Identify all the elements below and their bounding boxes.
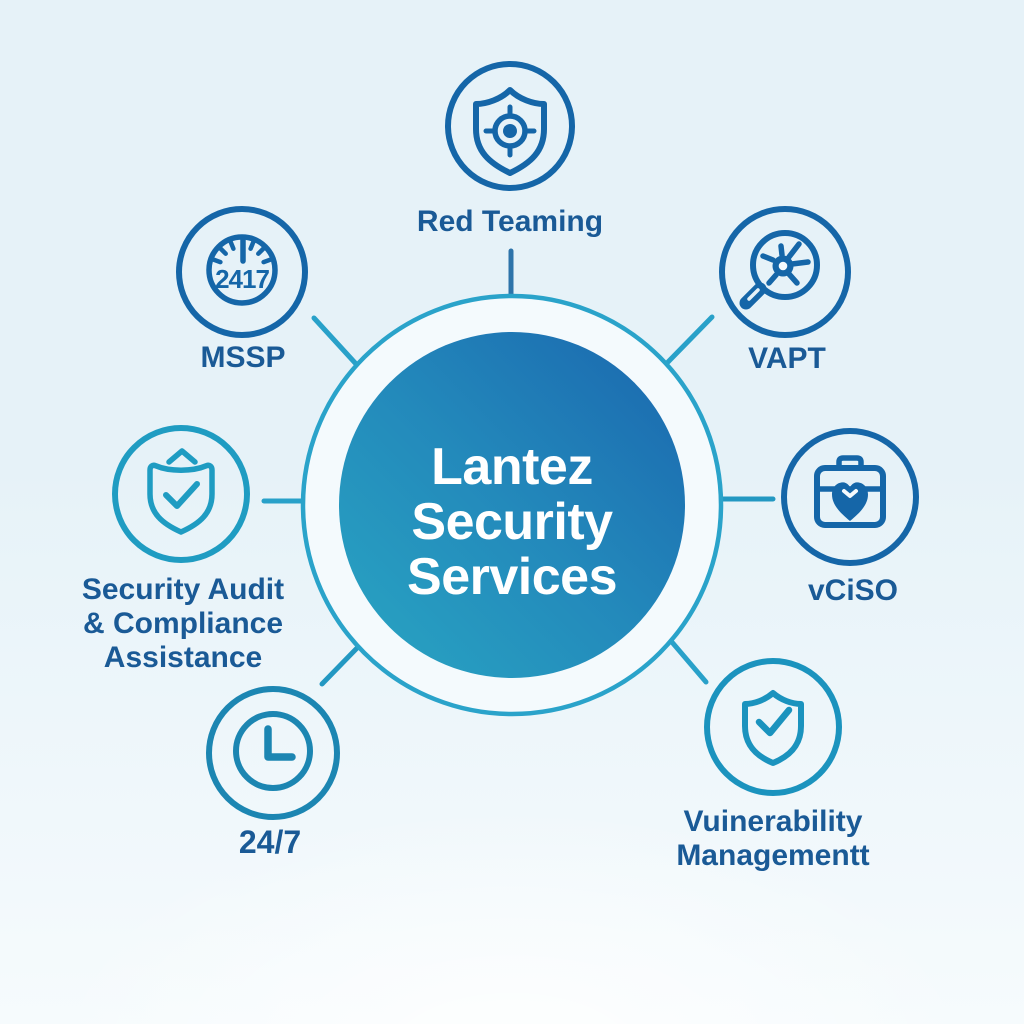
gauge-text: 2417 (215, 264, 269, 294)
center-title-line: Lantez (431, 438, 593, 496)
label-line: & Compliance (82, 607, 284, 640)
clock-face (233, 711, 313, 791)
icon-circle (206, 686, 340, 820)
shield-outline (147, 462, 215, 535)
icon-circle (781, 428, 919, 566)
gauge-dial (206, 234, 278, 306)
connector-top-left (311, 315, 360, 368)
caret (166, 448, 198, 465)
label-vciso: vCiSO (807, 574, 899, 607)
bug-leg (789, 259, 811, 267)
briefcase-shield-icon (781, 428, 919, 566)
label-line: Security Audit (81, 573, 285, 606)
connector-top-right (665, 314, 715, 365)
connector-bottom-left (319, 643, 362, 687)
center-title-line: Services (407, 548, 617, 606)
center-circle (339, 332, 685, 678)
gauge-tick (248, 239, 256, 251)
magnifier-lens (750, 230, 820, 300)
label-247: 24/7 (238, 824, 302, 860)
center-title-line: Security (411, 493, 613, 551)
shield-outline (473, 87, 547, 176)
heart-chevron (842, 489, 858, 498)
clock-icon (206, 686, 340, 820)
icon-circle (719, 206, 851, 338)
bug-leg (786, 241, 802, 260)
label-vapt: VAPT (748, 342, 826, 375)
connector-lines (261, 248, 776, 687)
icon-circle (112, 425, 250, 563)
magnifier-handle-slit (747, 288, 760, 301)
bug-leg (760, 253, 776, 263)
icon-circle (445, 61, 575, 191)
label-red-teaming: Red Teaming (416, 205, 604, 238)
shield-crosshair-icon (445, 61, 575, 191)
shield-outline (742, 690, 804, 766)
crosshair-dot (503, 124, 517, 138)
center-title: Lantez Security Services (312, 440, 712, 605)
gauge-tick (210, 257, 223, 265)
gauge-tick (261, 257, 274, 265)
bug-leg (778, 243, 785, 258)
check-mark (755, 706, 793, 737)
label-line: Assistance (103, 641, 263, 674)
bug-magnifier-icon (719, 206, 851, 338)
gauge-tick (217, 245, 228, 256)
bug-leg (786, 271, 800, 286)
gauge-tick (228, 239, 236, 251)
check-mark (163, 481, 200, 509)
briefcase-handle (836, 455, 864, 471)
gauge-tick (256, 245, 267, 256)
briefcase-body (814, 465, 886, 528)
gauge-icon: 2417 (176, 206, 308, 338)
label-vulnerability-management: Vuinerability Managementt (613, 805, 933, 873)
label-security-audit: Security Audit & Compliance Assistance (23, 573, 343, 675)
label-line: Vuinerability (683, 805, 863, 838)
shield-check-caret-icon (112, 425, 250, 563)
bug-leg (766, 272, 779, 286)
clock-hands (264, 725, 296, 761)
label-line: Managementt (676, 839, 870, 872)
bug-body-dot (778, 261, 788, 271)
icon-circle (176, 206, 308, 338)
briefcase-heart-shield (832, 482, 868, 521)
label-mssp: MSSP (200, 341, 286, 374)
shield-check-icon (704, 658, 842, 796)
connector-bottom-right (668, 638, 709, 685)
